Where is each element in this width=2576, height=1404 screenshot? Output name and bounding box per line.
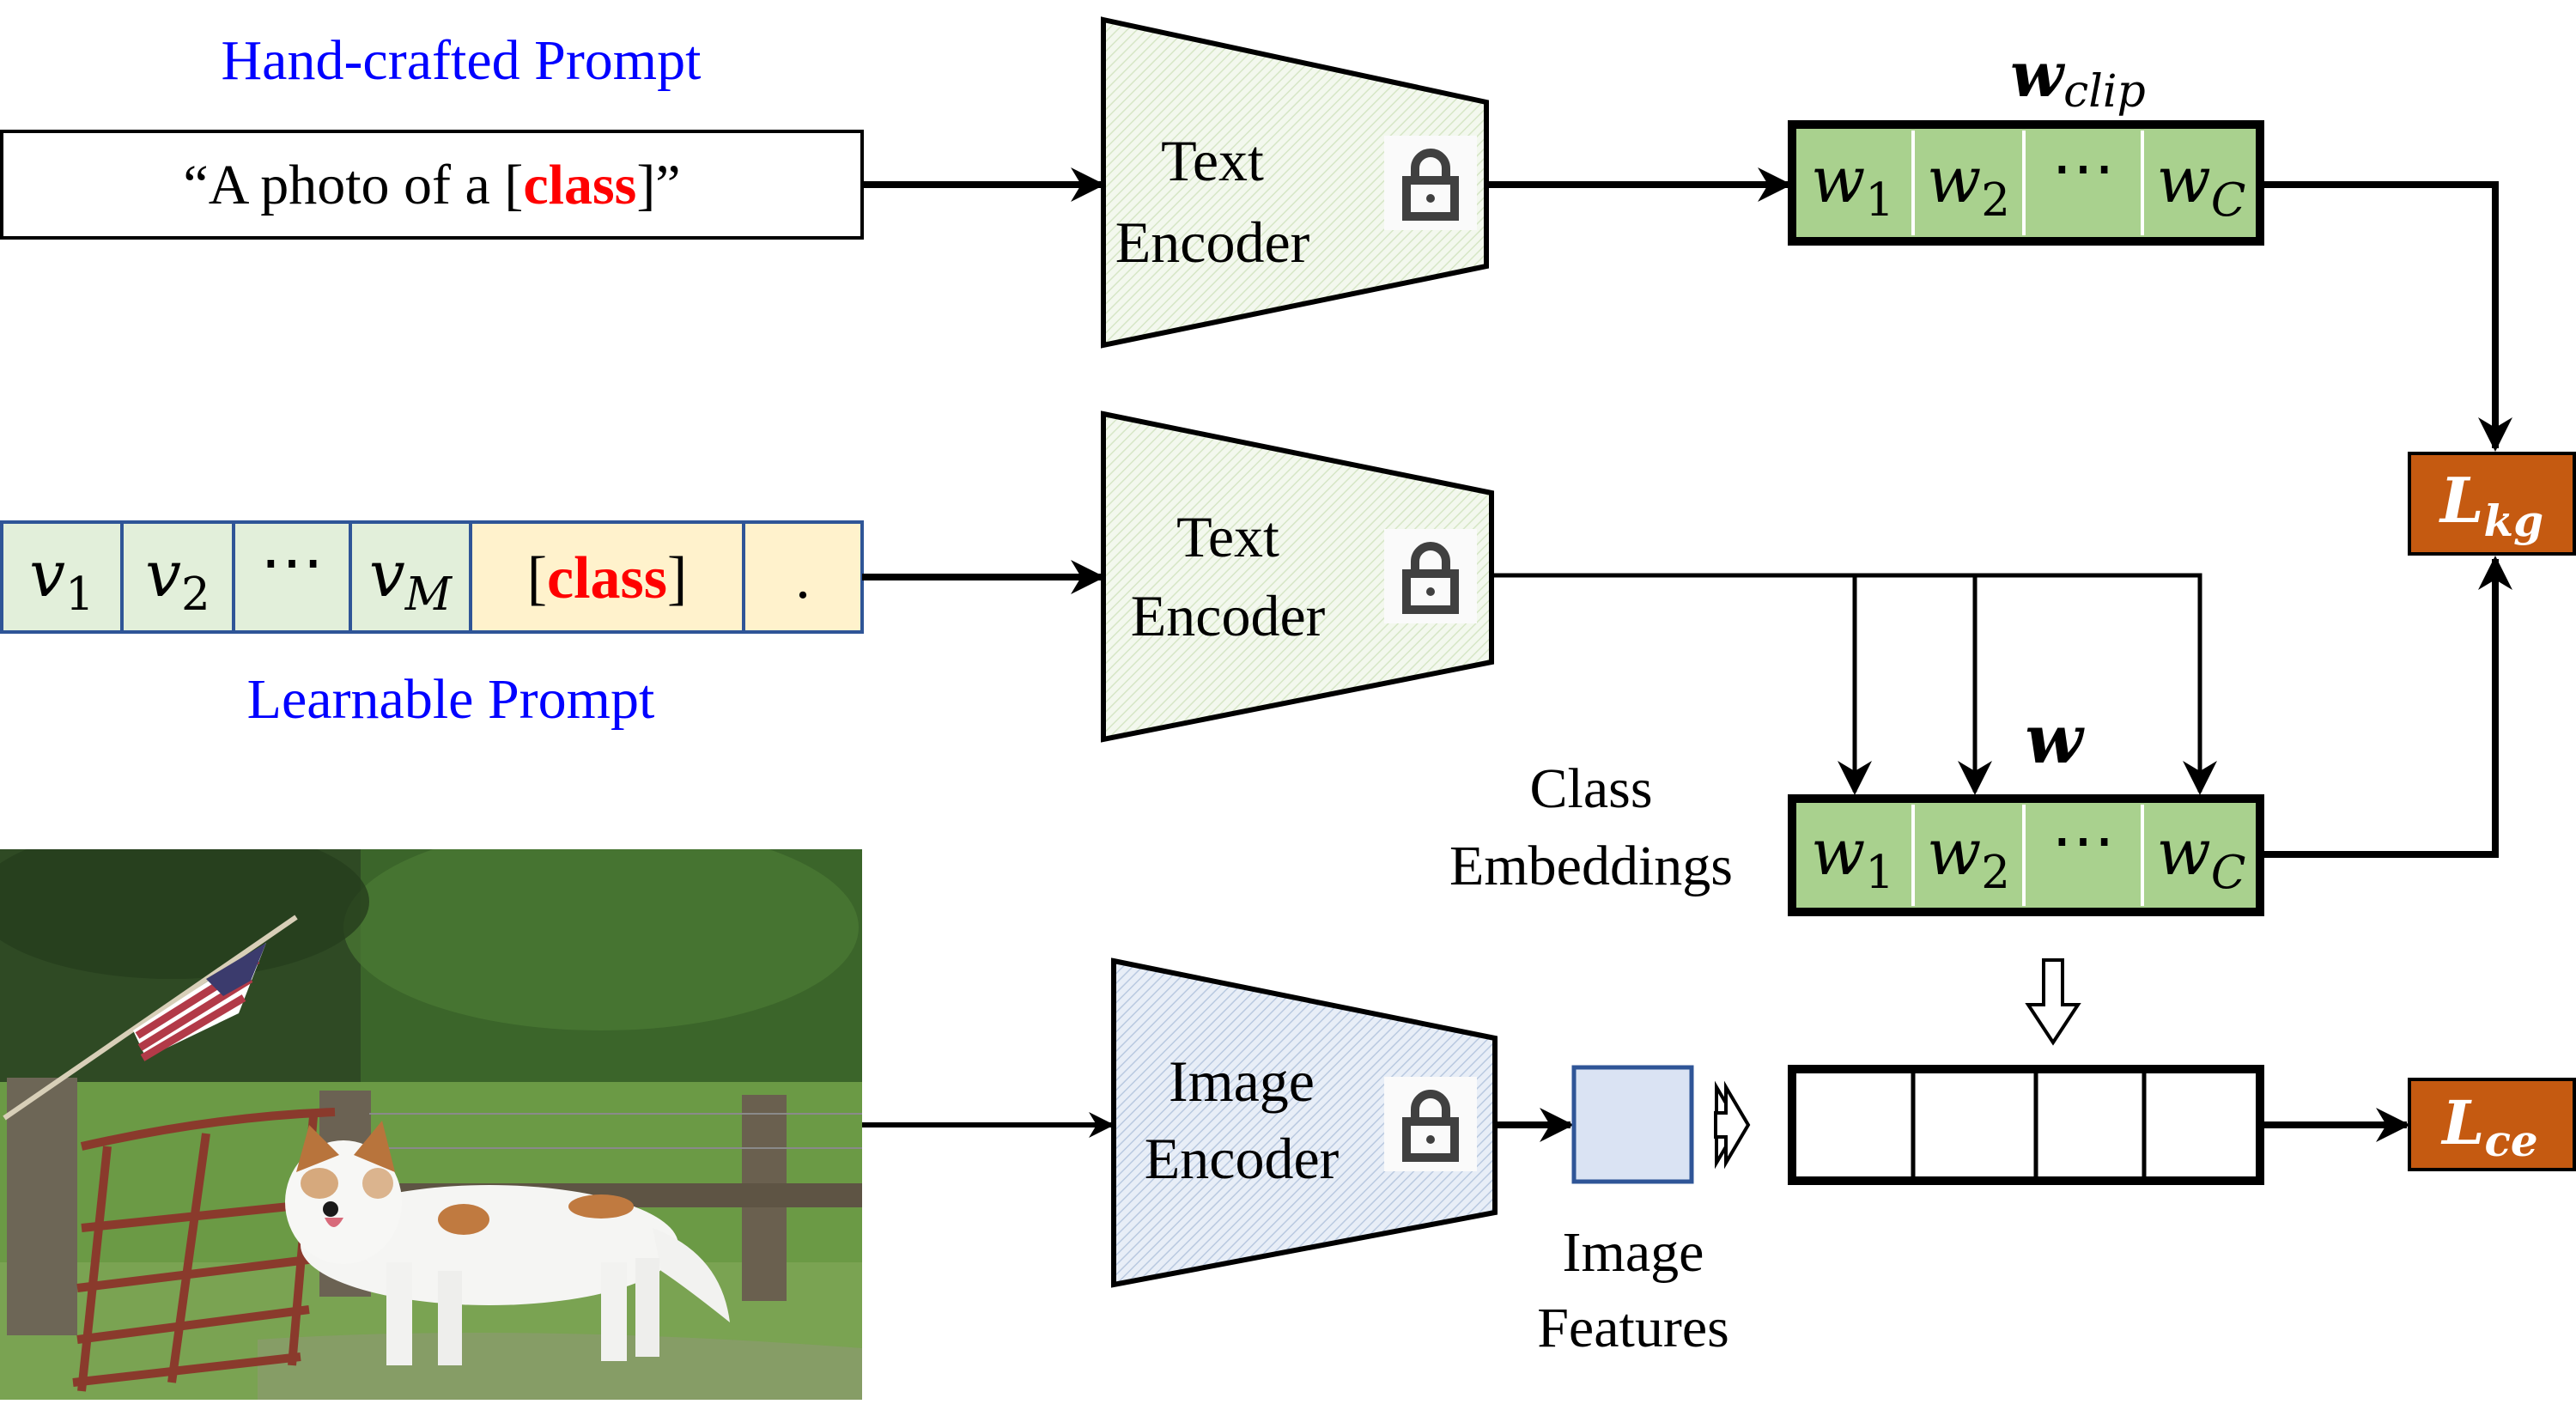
- hollow-right-arrow-shape: [1714, 1080, 1751, 1170]
- wclip-cell-label: w2: [1927, 143, 2010, 227]
- class-token-label: [class]: [527, 545, 688, 611]
- text-encoder-top-line1: Text: [1161, 128, 1264, 193]
- loss-kg-box: Lkg: [2408, 452, 2576, 556]
- text-encoder-2-branch-lines: [1492, 573, 2217, 795]
- learnable-token-label-base: v: [145, 538, 181, 611]
- class-word: class: [547, 545, 667, 611]
- lock-icon: [1384, 529, 1477, 623]
- wclip-cell-label: ⋯: [2051, 134, 2115, 204]
- wclip-cell: wC: [2157, 143, 2246, 227]
- wclip-title: wclip: [2010, 38, 2146, 118]
- wclip-cell-label-base: w: [1927, 143, 1981, 217]
- image-features-label-line1: Image: [1563, 1221, 1704, 1284]
- learnable-token-cell: [349, 520, 472, 634]
- wclip-title-sub: clip: [2063, 66, 2146, 118]
- image-encoder: Image Encoder: [1111, 957, 1498, 1288]
- wclip-cell: w1: [1811, 143, 1894, 227]
- text-encoder-top-line2: Encoder: [1115, 210, 1310, 275]
- w-cell-label-sub: C: [2211, 847, 2246, 899]
- w-cell-label-base: w: [2157, 816, 2211, 890]
- prompt-prefix: “A photo of a [: [183, 154, 523, 216]
- image-features-label-line2: Features: [1537, 1297, 1729, 1359]
- loss-ce-base: L: [2440, 1087, 2484, 1158]
- loss-ce-box: Lce: [2408, 1078, 2576, 1171]
- w-cell-label-base: w: [1811, 816, 1865, 890]
- wclip-cell-label-sub: C: [2211, 174, 2246, 227]
- wclip-cell-label-sub: 2: [1981, 174, 2010, 227]
- learnable-token-label: ⋯: [260, 528, 324, 599]
- input-photo: [0, 849, 862, 1400]
- w-cell-label-sub: 2: [1981, 847, 2010, 899]
- wclip-cell-label: w1: [1811, 143, 1894, 227]
- loss-ce-label: Lce: [2440, 1087, 2537, 1166]
- learnable-token-label-sub: 2: [181, 568, 210, 621]
- w-cell-label-base: w: [1927, 816, 1981, 890]
- learnable-token-label-sub: 1: [65, 568, 94, 621]
- w-cell-label: wC: [2157, 816, 2246, 899]
- w-cell-label: ⋯: [2051, 806, 2115, 877]
- hand-crafted-prompt-box: “A photo of a [class]”: [0, 130, 864, 240]
- lock-icon: [1384, 1077, 1477, 1171]
- w-cell: w1: [1811, 816, 1894, 899]
- arrow-wclip-to-lkg: [2262, 181, 2512, 452]
- period-token-label: .: [795, 545, 811, 611]
- logits-box: [1788, 1065, 2264, 1185]
- hand-crafted-prompt-label: Hand-crafted Prompt: [222, 29, 702, 92]
- learnable-token-label: vM: [369, 538, 453, 621]
- loss-kg-label: Lkg: [2439, 464, 2543, 546]
- image-encoder-line1: Image: [1169, 1048, 1315, 1114]
- class-bracket-close: ]: [667, 545, 687, 611]
- w-cell-label-base: ⋯: [2051, 806, 2115, 877]
- image-encoder-line2: Encoder: [1145, 1126, 1340, 1191]
- learnable-token-label: v1: [29, 538, 94, 621]
- lock-icon: [1384, 136, 1477, 230]
- arrow-w-to-lkg: [2262, 556, 2512, 858]
- wclip-cell-label-base: ⋯: [2051, 134, 2115, 204]
- w-cell: wC: [2157, 816, 2246, 899]
- loss-ce-sub: ce: [2484, 1115, 2537, 1166]
- wclip-title-base: w: [2010, 38, 2066, 111]
- text-encoder-middle: Text Encoder: [1101, 410, 1494, 743]
- text-encoder-middle-line1: Text: [1176, 504, 1279, 569]
- w-title: w: [2025, 701, 2085, 779]
- hollow-down-arrow-icon: [2025, 958, 2081, 1046]
- w-cell-label-sub: 1: [1865, 847, 1894, 899]
- wclip-cell: ⋯: [2051, 134, 2115, 204]
- w-cell: ⋯: [2051, 806, 2115, 877]
- class-embeddings-label-line2: Embeddings: [1449, 835, 1733, 897]
- loss-kg-sub: kg: [2484, 495, 2544, 546]
- wclip-cell: w2: [1927, 143, 2010, 227]
- class-token-cell: [469, 520, 745, 634]
- flag: [133, 943, 266, 1061]
- text-encoder-middle-line2: Encoder: [1131, 583, 1326, 648]
- learnable-token-label: v2: [145, 538, 210, 621]
- text-encoder-top: Text Encoder: [1101, 16, 1489, 349]
- learnable-prompt-label: Learnable Prompt: [247, 668, 655, 731]
- class-bracket-open: [: [527, 545, 547, 611]
- learnable-token-label-base: v: [29, 538, 65, 611]
- learnable-token-cell: [0, 520, 124, 634]
- hand-crafted-prompt-text: “A photo of a [class]”: [183, 154, 680, 216]
- learnable-token-cell: [120, 520, 235, 634]
- loss-kg-base: L: [2439, 464, 2484, 537]
- prompt-class-word: class: [523, 154, 636, 216]
- wclip-cell-label-base: w: [2157, 143, 2211, 217]
- learnable-token-label-base: ⋯: [260, 528, 324, 599]
- learnable-token-label-base: v: [369, 538, 405, 611]
- class-embeddings-label-line1: Class: [1529, 757, 1652, 820]
- wclip-cell-label-base: w: [1811, 143, 1865, 217]
- w-cell-label: w1: [1811, 816, 1894, 899]
- wclip-cell-label-sub: 1: [1865, 174, 1894, 227]
- image-feature-vector: [1571, 1065, 1694, 1184]
- w-cell-label: w2: [1927, 816, 2010, 899]
- w-cell: w2: [1927, 816, 2010, 899]
- dog: [285, 1121, 730, 1365]
- learnable-token-label-sub: M: [404, 568, 453, 621]
- wclip-cell-label: wC: [2157, 143, 2246, 227]
- prompt-suffix: ]”: [636, 154, 680, 216]
